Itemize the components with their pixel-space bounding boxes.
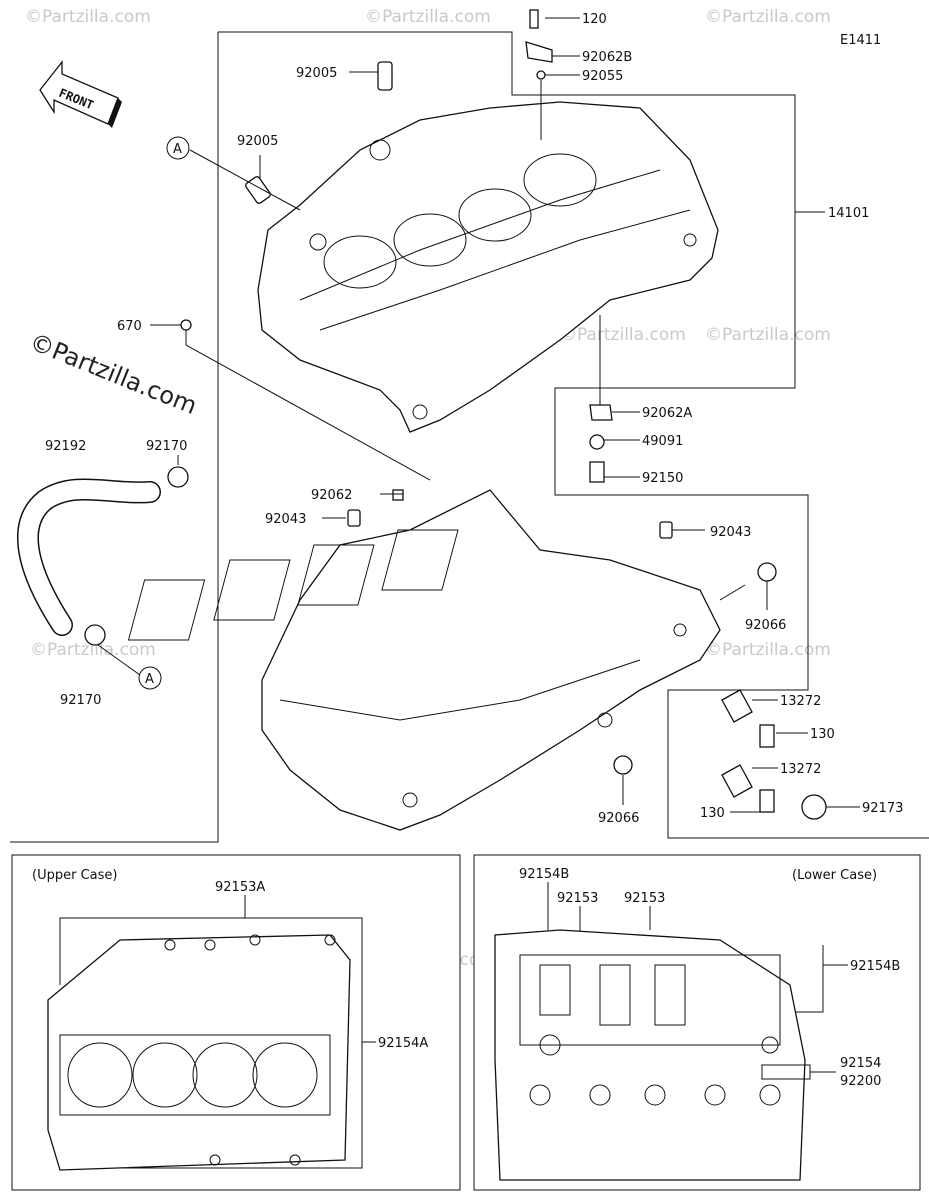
- part-label-130-b: 130: [700, 806, 725, 821]
- part-label-120: 120: [582, 12, 607, 27]
- part-label-92170-bottom: 92170: [60, 693, 101, 708]
- part-label-92005-left: 92005: [237, 134, 278, 149]
- part-label-13272-a: 13272: [780, 694, 821, 709]
- watermark-text: ©Partzilla.com: [365, 7, 491, 27]
- part-label-92154b-top: 92154B: [519, 867, 569, 882]
- watermark-text: ©Partzilla.com: [560, 325, 686, 345]
- callout-a-bottom: A: [138, 666, 162, 690]
- part-label-92055: 92055: [582, 69, 623, 84]
- lower-crankcase: [127, 489, 721, 831]
- part-label-92066-right: 92066: [745, 618, 786, 633]
- callout-a-label: A: [145, 672, 154, 687]
- part-label-92154a: 92154A: [378, 1036, 428, 1051]
- bracket-line: [218, 31, 929, 839]
- upper-case-title: (Upper Case): [32, 868, 117, 883]
- part-label-92153-b: 92153: [624, 891, 665, 906]
- part-label-92062a: 92062A: [642, 406, 692, 421]
- part-label-92150: 92150: [642, 471, 683, 486]
- part-label-92043-right: 92043: [710, 525, 751, 540]
- part-label-92043-left: 92043: [265, 512, 306, 527]
- lower-case-title: (Lower Case): [792, 868, 877, 883]
- part-label-14101: 14101: [828, 206, 869, 221]
- part-labels: 120 92062B 92055 92005 92005 14101 670 9…: [45, 12, 903, 826]
- part-label-92170-top: 92170: [146, 439, 187, 454]
- part-label-92066-bottom: 92066: [598, 811, 639, 826]
- part-label-92200: 92200: [840, 1074, 881, 1089]
- small-parts: [84, 9, 827, 820]
- part-label-92005-top: 92005: [296, 66, 337, 81]
- part-label-92192: 92192: [45, 439, 86, 454]
- watermark-text: ©Partzilla.com: [705, 325, 831, 345]
- callout-a-top: A: [166, 136, 190, 160]
- watermark-text: ©Partzilla.com: [25, 7, 151, 27]
- part-label-92062b: 92062B: [582, 50, 632, 65]
- leader-lines: [97, 17, 860, 813]
- watermark-text: ©Partzilla.com: [705, 7, 831, 27]
- watermark-text: ©Partzilla.com: [705, 640, 831, 660]
- lower-case-panel: (Lower Case) 92154B 92153 92153 92154B 9…: [473, 854, 921, 1191]
- diagram-code: E1411: [840, 33, 881, 48]
- upper-crankcase: [257, 101, 719, 433]
- part-label-670: 670: [117, 319, 142, 334]
- hose-92192: [17, 478, 161, 636]
- watermark-text: ©Partzilla.com: [30, 640, 156, 660]
- front-arrow-icon: FRONT: [39, 60, 122, 128]
- part-label-13272-b: 13272: [780, 762, 821, 777]
- part-label-92154b-right: 92154B: [850, 959, 900, 974]
- upper-case-panel: (Upper Case) 92153A 92154A: [11, 854, 461, 1191]
- callout-a-label: A: [173, 142, 182, 157]
- partzilla-watermark-large: ©Partzilla.com: [26, 328, 201, 420]
- part-label-92173: 92173: [862, 801, 903, 816]
- part-label-92154: 92154: [840, 1056, 881, 1071]
- part-label-49091: 49091: [642, 434, 683, 449]
- part-label-130-a: 130: [810, 727, 835, 742]
- part-label-92153a: 92153A: [215, 880, 265, 895]
- bracket-line: [10, 32, 219, 843]
- part-label-92153-a: 92153: [557, 891, 598, 906]
- part-label-92062: 92062: [311, 488, 352, 503]
